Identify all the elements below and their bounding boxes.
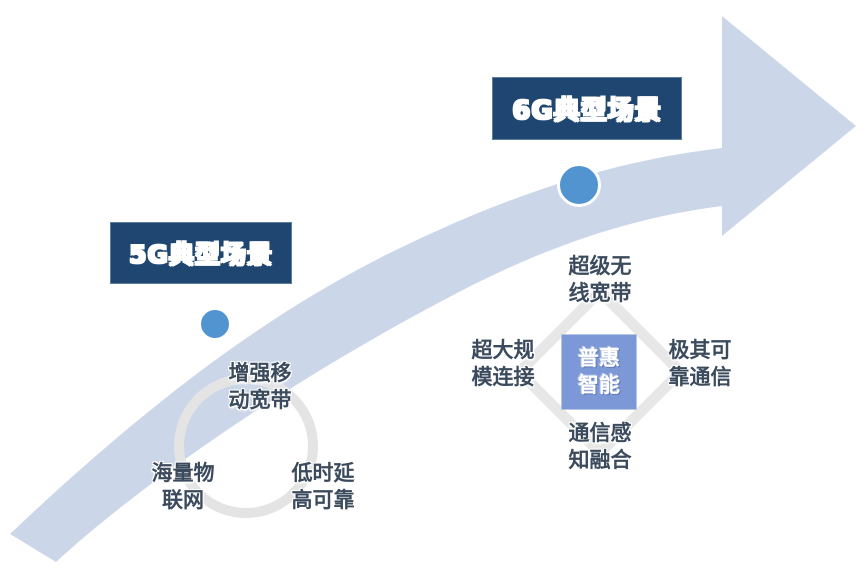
milestone-dot-5g[interactable]	[198, 307, 232, 341]
milestone-title-5g[interactable]: 5G典型场景	[110, 222, 292, 284]
growth-arrow	[10, 16, 856, 562]
scenario-label-6g-super-wireless-broadband: 超级无 线宽带	[568, 254, 632, 305]
scenario-label-5g-enhanced-mobile-broadband: 增强移 动宽带	[228, 361, 292, 412]
scenario-label-5g-massive-iot: 海量物 联网	[151, 461, 215, 512]
scenario-label-6g-ultra-massive-connectivity: 超大规 模连接	[471, 338, 535, 389]
scenario-ring-5g	[174, 374, 318, 518]
scenario-label-5g-low-latency-high-reliability: 低时延 高可靠	[291, 461, 355, 512]
milestone-dot-6g[interactable]	[557, 163, 601, 207]
scenario-label-6g-communication-sensing-fusion: 通信感 知融合	[568, 421, 632, 472]
milestone-title-6g[interactable]: 6G典型场景	[492, 77, 682, 140]
scenario-diamond-6g	[511, 283, 689, 461]
scenario-label-6g-extremely-reliable-communication: 极其可 靠通信	[668, 338, 732, 389]
center-label-6g-inclusive-intelligence: 普惠 智能	[561, 334, 637, 410]
